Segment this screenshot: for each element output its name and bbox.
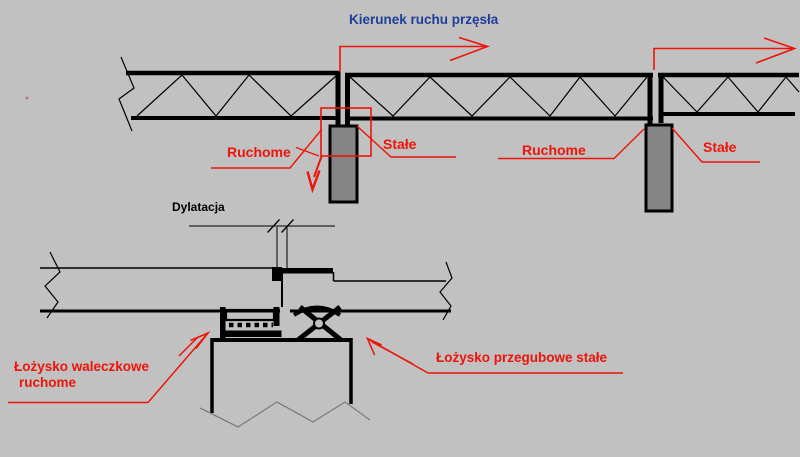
girder-right — [282, 261, 453, 321]
leader-ruchome-2 — [498, 128, 645, 160]
label-roller-bearing-line2: ruchome — [19, 375, 77, 390]
movement-arrow-1 — [339, 36, 490, 72]
bearing-highlight-rect — [320, 107, 372, 157]
girder-left — [40, 251, 283, 319]
truss-span-middle — [345, 72, 653, 128]
pier-2 — [644, 123, 674, 213]
leader-stale-2 — [671, 127, 760, 163]
dimension-dylatacja — [189, 219, 335, 272]
break-line-girder-left — [44, 251, 61, 319]
truss-span-right — [658, 72, 800, 123]
label-ruchome-2: Ruchome — [522, 142, 586, 158]
label-roller-bearing-line1: Łożysko waleczkowe — [14, 359, 150, 374]
leader-pin-bearing — [365, 336, 623, 374]
leader-stale-1 — [356, 125, 456, 158]
leader-roller-bearing — [8, 331, 211, 404]
roller-bearing — [220, 307, 282, 338]
abutment-block — [199, 338, 371, 428]
pin-bearing — [292, 305, 343, 342]
movement-arrow-2 — [653, 37, 797, 70]
truss-span-left — [118, 56, 341, 132]
label-ruchome-1: Ruchome — [227, 144, 291, 160]
label-pin-bearing: Łożysko przegubowe stałe — [436, 350, 608, 365]
pier-1 — [328, 124, 359, 204]
pin-circle — [313, 317, 325, 330]
joint-cover-plate — [282, 268, 333, 274]
break-line-left — [118, 56, 135, 132]
span-movement-direction-label: Kierunek ruchu przęsła — [349, 12, 499, 27]
label-dylatacja: Dylatacja — [172, 200, 225, 214]
break-line-girder-right — [439, 261, 453, 321]
down-arrow — [306, 156, 323, 194]
label-stale-2: Stałe — [703, 139, 737, 155]
break-line-abutment — [199, 401, 371, 428]
label-stale-1: Stałe — [383, 136, 417, 152]
leader-ruchome-1 — [211, 128, 323, 169]
stray-mark — [25, 96, 29, 100]
